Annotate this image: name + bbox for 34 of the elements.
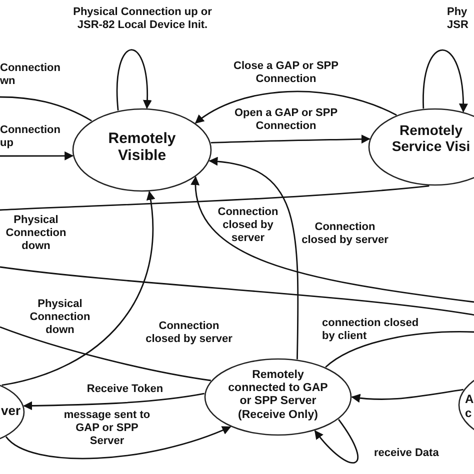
edge-label: Open a GAP or SPP Connection <box>233 107 339 134</box>
transition-arrow <box>208 157 299 360</box>
edge-label: Connection closed by server <box>300 221 390 248</box>
state-name: Remotely Visible <box>107 130 177 164</box>
transition-arrow <box>422 50 468 113</box>
state-name: A c <box>465 393 474 421</box>
state-ellipse <box>72 108 212 192</box>
edge-label: Close a GAP or SPP Connection <box>232 60 340 86</box>
edge-label: connection closed by client <box>322 317 420 344</box>
transition-arrow <box>192 176 474 303</box>
transition-arrow <box>2 190 155 386</box>
transition-arrow <box>23 392 204 410</box>
state-name: Remotely connected to GAP or SPP Server (Receive Only) <box>227 369 329 422</box>
edge-label: Connection closed by server <box>216 206 280 246</box>
edge-label: Phy JSR <box>447 6 470 32</box>
transition-arrow <box>194 90 397 124</box>
transition-arrow <box>210 134 370 144</box>
edge-label: Connection closed by server <box>144 320 234 346</box>
edge-label: Receive Token <box>86 383 164 396</box>
transition-arrow <box>6 426 232 460</box>
state-name: ver <box>1 404 22 419</box>
transition-arrow <box>351 388 464 403</box>
state-name: Remotely Service Visi <box>390 122 472 154</box>
edge-label: receive Data <box>374 447 440 460</box>
transition-arrow <box>314 419 358 464</box>
edge-label: Connection wn <box>0 62 62 88</box>
edge-label: Physical Connection down <box>4 214 68 254</box>
edge-label: Connection up <box>0 124 62 150</box>
edge-label: Physical Connection down <box>28 298 92 338</box>
transition-arrow <box>0 151 74 160</box>
edge-label: message sent to GAP or SPP Server <box>62 409 152 449</box>
transition-arrow <box>116 49 152 111</box>
state-ellipse <box>204 358 352 436</box>
edge-label: Physical Connection up or JSR-82 Local Device Init. <box>72 6 213 32</box>
